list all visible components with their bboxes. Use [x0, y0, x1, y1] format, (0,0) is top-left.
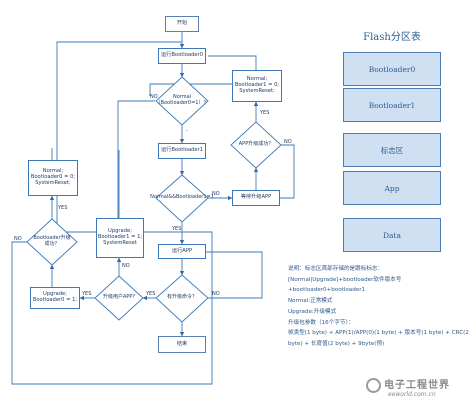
decision-upgrade-which-text: 升级用户APP? — [102, 294, 136, 301]
decision-normal-text: Normal（Bootloader0=1）？ — [155, 94, 209, 106]
connector-line — [149, 83, 232, 96]
watermark-url: eeworld.com.cn — [388, 391, 436, 398]
flash-row-bootloader1: Bootloader1 — [343, 88, 441, 122]
run-bootloader1-label: 运行Bootloader1 — [160, 147, 204, 154]
flash-row-bootloader0: Bootloader0 — [343, 52, 441, 86]
watermark: 电子工程世界 eeworld.com.cn — [366, 376, 472, 404]
label-yes: YES — [172, 226, 182, 232]
start-label: 开始 — [176, 20, 188, 27]
wait-upgrade-box: 等待升级APP — [232, 190, 280, 206]
run-bootloader0-box: 运行Bootloader0 — [158, 48, 206, 64]
notes-text: 说明：标志区首部存储的是跟标标志： [Normal|Upgrade]+bootl… — [288, 266, 469, 347]
decision-normal-bootloader1-text: Normal&&Bootloader1=1 — [150, 194, 214, 201]
label-dash: - — [186, 128, 188, 134]
connector-line — [117, 100, 155, 230]
label-no: NO — [212, 191, 220, 197]
connector-line — [206, 251, 263, 299]
label-no: NO — [212, 291, 220, 297]
end-terminal: 结束 — [158, 336, 206, 353]
run-app-label: 运行APP — [171, 247, 193, 254]
label-yes: YES — [82, 291, 92, 297]
set-upgrade-label: Upgrade; Bootloader0 = 1; — [32, 291, 78, 303]
set-normal-left-label: Normal; Bootloader0 = 0; SystemReset; — [30, 168, 76, 186]
wait-upgrade-label: 等待升级APP — [240, 194, 272, 201]
run-bootloader1-box: 运行Bootloader1 — [158, 143, 206, 159]
decision-diamond — [230, 121, 282, 169]
flash-table-title: Flash分区表 — [363, 32, 421, 43]
connector-line — [208, 55, 257, 70]
decision-diamond — [155, 174, 209, 223]
decision-diamond — [155, 76, 209, 126]
set-normal-top-box: Normal; Bootloader1 = 0; SystemReset; — [232, 70, 282, 102]
decision-upgrade-ok-text: APP升级成功？ — [238, 141, 274, 148]
start-terminal: 开始 — [165, 16, 199, 32]
watermark-name: 电子工程世界 — [384, 380, 450, 391]
end-label: 结束 — [176, 340, 188, 347]
label-no: NO — [122, 263, 130, 269]
decision-diamond — [155, 274, 209, 323]
label-yes: YES — [260, 110, 270, 116]
connector-line — [11, 231, 213, 385]
flash-row-flag: 标志区 — [343, 133, 441, 167]
eeworld-logo-icon — [366, 378, 381, 393]
set-upgrade-reset-label: Upgrade; Bootloader1 = 1; SystemReset — [97, 228, 143, 246]
label-yes: YES — [146, 291, 156, 297]
run-bootloader0-label: 运行Bootloader0 — [160, 52, 204, 59]
flash-row-app: App — [343, 171, 441, 205]
label-no: NO — [14, 236, 22, 242]
connector-line — [280, 144, 295, 199]
set-normal-top-label: Normal; Bootloader1 = 0; SystemReset; — [234, 76, 280, 94]
decision-upgrade-cmd-text: 有升级命令？ — [166, 294, 197, 301]
run-app-box: 运行APP — [158, 244, 206, 259]
set-upgrade-reset-box: Upgrade; Bootloader1 = 1; SystemReset — [96, 218, 144, 258]
set-upgrade-box: Upgrade; Bootloader0 = 1; — [30, 287, 80, 309]
flash-row-data: Data — [343, 218, 441, 252]
decision-diamond — [94, 275, 144, 321]
set-normal-left-box: Normal; Bootloader0 = 0; SystemReset; — [28, 160, 78, 196]
label-no: NO — [150, 94, 158, 100]
decision-diamond — [26, 218, 78, 266]
decision-bl-upgrade-ok-text: Bootloader升级成功？ — [33, 235, 71, 247]
label-no: NO — [284, 139, 292, 145]
label-yes: YES — [58, 205, 68, 211]
